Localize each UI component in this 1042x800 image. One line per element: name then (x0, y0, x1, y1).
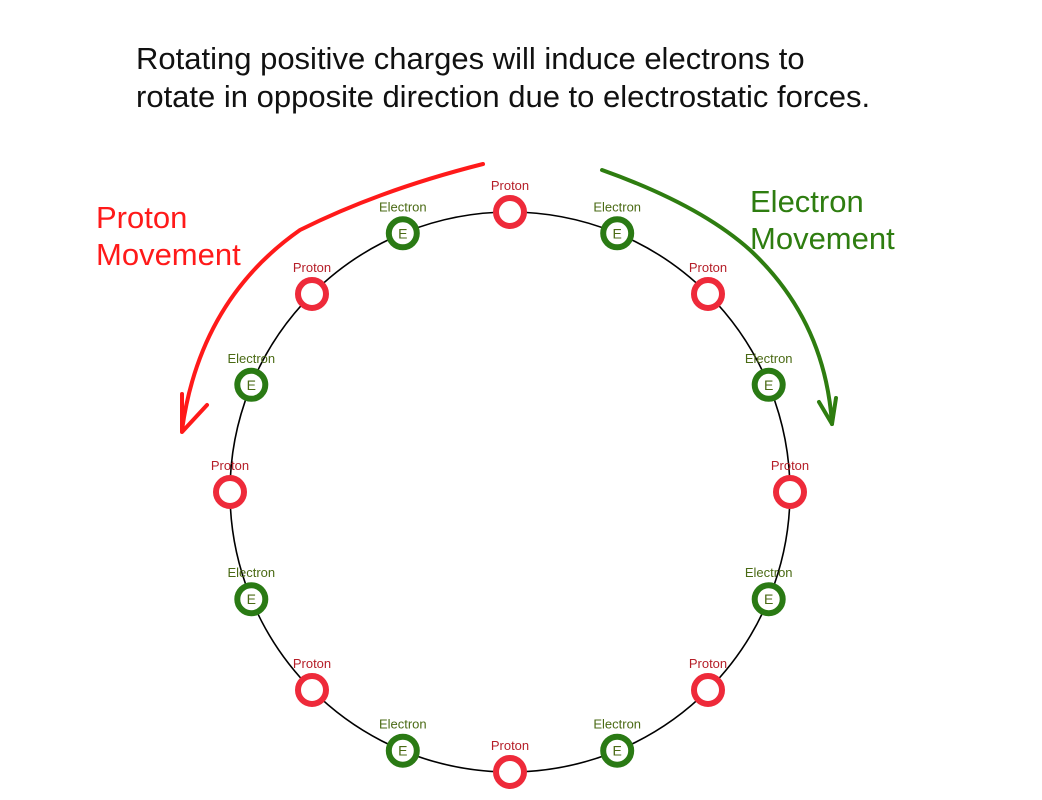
proton-charge: Proton (689, 656, 727, 707)
proton-label: Proton (491, 178, 529, 193)
electron-label: Electron (379, 717, 427, 732)
proton-label: Proton (689, 656, 727, 671)
proton-label: Proton (689, 260, 727, 275)
electron-movement-line-1: Electron (750, 184, 864, 219)
electron-movement-arrow (600, 168, 838, 426)
title-line-2: rotate in opposite direction due to elec… (136, 79, 871, 114)
proton-arrow-head (180, 392, 209, 434)
electron-charge: E Electron (379, 199, 427, 251)
electron-label: Electron (379, 199, 427, 214)
proton-charge: Proton (211, 458, 249, 509)
proton-ring (295, 277, 329, 311)
proton-ring (493, 195, 527, 229)
title-line-1: Rotating positive charges will induce el… (136, 41, 805, 76)
electron-charge: E Electron (745, 351, 793, 402)
electron-charge: E Electron (745, 565, 793, 617)
electron-charge: E Electron (379, 717, 427, 768)
proton-movement-arrow (180, 162, 485, 434)
electron-mark: E (247, 591, 256, 607)
proton-label: Proton (491, 738, 529, 753)
proton-label: Proton (293, 656, 331, 671)
electron-mark: E (764, 377, 773, 393)
electron-charge: E Electron (227, 565, 275, 617)
electron-ring (600, 733, 635, 768)
proton-charge: Proton (491, 178, 529, 229)
electron-mark: E (398, 743, 407, 759)
electron-mark: E (613, 225, 622, 241)
proton-ring (691, 277, 725, 311)
proton-label: Proton (211, 458, 249, 473)
proton-label: Proton (771, 458, 809, 473)
diagram-title: Rotating positive charges will induce el… (136, 40, 1016, 116)
charges-group: ProtonEElectronProtonEElectronProtonEEle… (211, 178, 809, 789)
electron-charge: E Electron (227, 351, 275, 402)
electron-ring (234, 582, 269, 617)
electron-movement-line-2: Movement (750, 221, 895, 256)
electron-arrow-shaft (600, 168, 834, 426)
electron-ring (600, 216, 635, 251)
proton-ring (493, 755, 527, 789)
proton-charge: Proton (491, 738, 529, 789)
electron-arrow-head (817, 396, 838, 426)
electron-mark: E (764, 591, 773, 607)
electron-mark: E (247, 377, 256, 393)
electron-mark: E (398, 225, 407, 241)
electron-ring (234, 367, 269, 402)
electron-ring (385, 733, 420, 768)
proton-movement-line-2: Movement (96, 237, 241, 272)
electron-charge: E Electron (593, 717, 641, 768)
proton-charge: Proton (771, 458, 809, 509)
electron-ring (751, 367, 786, 402)
proton-charge: Proton (293, 656, 331, 707)
electron-ring (385, 216, 420, 251)
electron-label: Electron (593, 717, 641, 732)
electron-mark: E (613, 743, 622, 759)
electron-charge: E Electron (593, 199, 641, 251)
proton-movement-label: Proton Movement (96, 199, 241, 273)
proton-charge: Proton (293, 260, 331, 311)
proton-arrow-shaft (180, 162, 485, 432)
electron-label: Electron (593, 199, 641, 214)
electron-label: Electron (227, 565, 275, 580)
proton-ring (213, 475, 247, 509)
electron-label: Electron (227, 351, 275, 366)
electron-ring (751, 582, 786, 617)
electron-label: Electron (745, 565, 793, 580)
proton-ring (295, 673, 329, 707)
electron-movement-label: Electron Movement (750, 183, 895, 257)
proton-movement-line-1: Proton (96, 200, 188, 235)
proton-charge: Proton (689, 260, 727, 311)
electron-label: Electron (745, 351, 793, 366)
proton-ring (691, 673, 725, 707)
proton-ring (773, 475, 807, 509)
proton-label: Proton (293, 260, 331, 275)
